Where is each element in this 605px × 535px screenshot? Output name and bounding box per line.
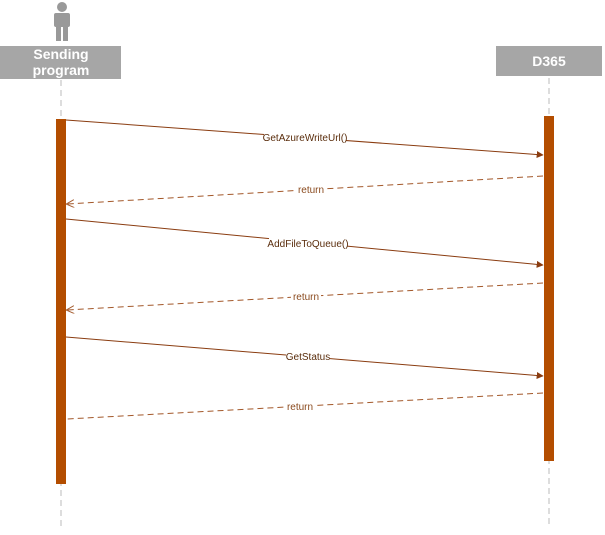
- return-message-1: return: [67, 175, 544, 204]
- message-label: AddFileToQueue(): [267, 239, 348, 250]
- return-message-2: return: [67, 282, 544, 310]
- return-label: return: [293, 292, 319, 303]
- sender-header: Sending program: [0, 46, 121, 79]
- sender-label-line2: program: [33, 62, 90, 78]
- sender-label-line1: Sending: [33, 46, 88, 62]
- message-get-azure-write-url: GetAzureWriteUrl(): [65, 119, 544, 159]
- message-add-file-to-queue: AddFileToQueue(): [65, 218, 544, 268]
- message-label: GetStatus: [286, 352, 330, 363]
- message-label: GetAzureWriteUrl(): [263, 133, 348, 144]
- return-label: return: [287, 402, 313, 413]
- actor-icon: [54, 2, 70, 41]
- sender-activation-bar: [56, 119, 66, 484]
- message-get-status: GetStatus: [65, 336, 544, 379]
- receiver-label: D365: [532, 53, 566, 69]
- receiver-activation-bar: [544, 116, 554, 461]
- return-label: return: [298, 185, 324, 196]
- return-message-3: return: [66, 392, 544, 420]
- receiver-header: D365: [496, 46, 602, 76]
